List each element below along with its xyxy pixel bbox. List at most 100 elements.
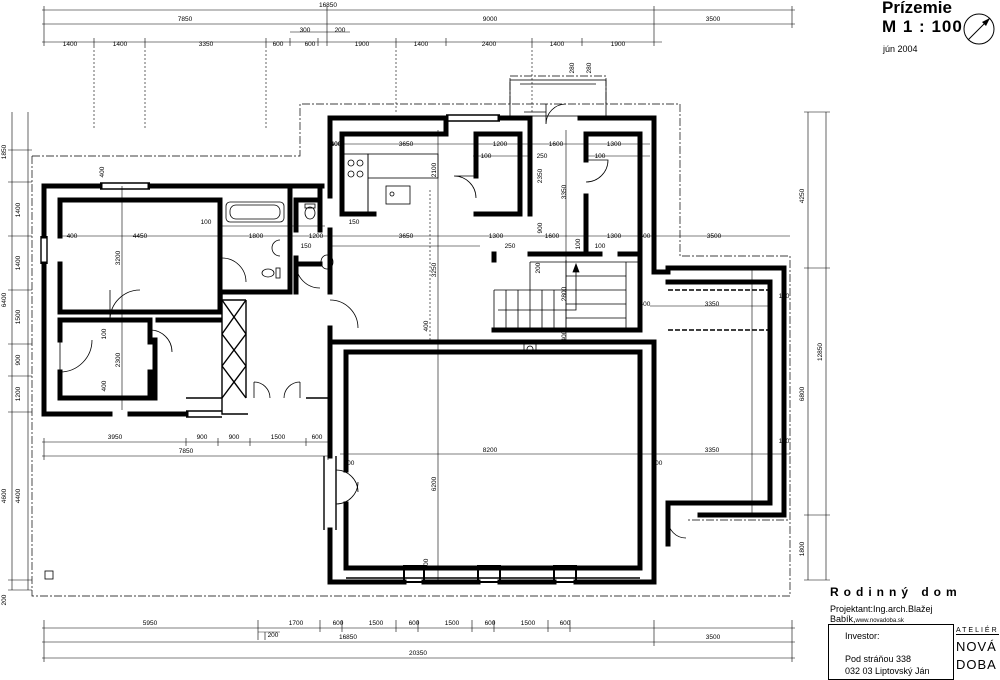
dim-interior: 1300 (489, 233, 504, 240)
dim-interior: 3350 (561, 184, 568, 199)
dim-top-row3: 1400 (550, 41, 565, 48)
architect-credit: Projektant:Ing.arch.Blažej Babík,www.nov… (830, 604, 1000, 624)
doors (59, 103, 687, 539)
dim-interior: 3350 (705, 301, 720, 308)
drawing-date: jún 2004 (883, 44, 918, 54)
dim-left: 900 (15, 354, 22, 365)
dim-bottom: 5950 (143, 620, 158, 627)
dim-top-row3: 600 (305, 41, 316, 48)
dim-interior: 100 (101, 328, 108, 339)
dim-bottom-row2: 3500 (706, 634, 721, 641)
dim-top-row3: 2400 (482, 41, 497, 48)
atelier-logo: ATELIÉR NOVÁ DOBA (954, 624, 999, 678)
dim-interior: 100 (595, 243, 606, 250)
drawing-scale: M 1 : 100 (882, 17, 963, 36)
dim-left: 4400 (15, 488, 22, 503)
dim-bottom-row2: 16850 (339, 634, 357, 641)
dim-interior: 2300 (115, 352, 122, 367)
investor-address-line2: 032 03 Liptovský Ján (845, 666, 930, 676)
dim-interior: 100 (201, 219, 212, 226)
dim-top-row3: 1400 (414, 41, 429, 48)
dim-interior: 1200 (309, 233, 324, 240)
dim-interior: 100 (575, 238, 582, 249)
dim-right: 6800 (799, 386, 806, 401)
dim-interior: 1600 (549, 141, 564, 148)
north-arrow-icon (963, 13, 995, 45)
dim-mid: 3950 (108, 434, 123, 441)
dim-interior: 400 (423, 558, 430, 569)
dim-interior: 200 (535, 262, 542, 273)
dim-right: 4250 (799, 188, 806, 203)
dim-interior: 150 (301, 243, 312, 250)
dim-interior: 2350 (537, 168, 544, 183)
dim-interior: 3650 (399, 233, 414, 240)
dim-left: 4600 (1, 488, 8, 503)
dim-interior: 400 (101, 380, 108, 391)
dim-interior: 150 (779, 438, 790, 445)
dim-top-row3: 1900 (611, 41, 626, 48)
architect-web: www.novadoba.sk (855, 618, 904, 624)
dim-interior: 3650 (399, 141, 414, 148)
dim-mid-total: 7850 (179, 448, 194, 455)
dim-top-row3: 1900 (355, 41, 370, 48)
dim-top-row3: 1400 (113, 41, 128, 48)
dimension-labels: 16850 7850 9000 3500 1400 1400 3350 600 … (1, 2, 824, 657)
investor-address-line1: Pod stráňou 338 (845, 654, 912, 664)
partitions (40, 114, 770, 583)
dim-mid: 900 (197, 434, 208, 441)
walls (41, 115, 787, 585)
dim-interior: 1300 (607, 233, 622, 240)
dim-bottom-small: 200 (268, 632, 279, 639)
dim-interior: 2100 (431, 162, 438, 177)
dim-bottom-total: 20350 (409, 650, 427, 657)
dim-bottom: 600 (560, 620, 571, 627)
dim-bottom: 600 (485, 620, 496, 627)
dim-top-row2: 7850 (178, 16, 193, 23)
dim-bottom: 1500 (369, 620, 384, 627)
dim-left: 6400 (1, 292, 8, 307)
dim-interior: 8200 (483, 447, 498, 454)
dim-interior: 100 (595, 153, 606, 160)
dim-interior: 3500 (707, 233, 722, 240)
dim-top-row3: 1400 (63, 41, 78, 48)
dim-mid: 600 (312, 434, 323, 441)
logo-line1: ATELIÉR (956, 627, 999, 635)
dim-left: 200 (1, 594, 8, 605)
dim-interior: 100 (481, 153, 492, 160)
dim-bottom: 600 (333, 620, 344, 627)
dim-interior: 400 (640, 301, 651, 308)
project-name: Rodinný dom (830, 585, 962, 599)
dim-bottom: 1700 (289, 620, 304, 627)
dim-left: 1400 (15, 255, 22, 270)
staircase (493, 260, 640, 330)
dim-interior: 100 (331, 141, 342, 148)
dim-interior: 1600 (545, 233, 560, 240)
dim-interior: 1200 (493, 141, 508, 148)
dim-interior: 4450 (133, 233, 148, 240)
dim-bottom: 1500 (521, 620, 536, 627)
dim-top-total: 16850 (319, 2, 337, 9)
dimension-lines (8, 6, 830, 662)
dim-mid: 900 (229, 434, 240, 441)
investor-box: Investor: Pod stráňou 338 032 03 Liptovs… (828, 624, 954, 680)
dim-interior: 400 (344, 460, 355, 467)
investor-label: Investor: (845, 631, 880, 641)
dim-interior: 400 (331, 141, 342, 148)
dim-left: 1850 (1, 144, 8, 159)
dim-top-small: 280 (569, 62, 576, 73)
dim-interior: 250 (537, 153, 548, 160)
dim-interior: 3250 (431, 262, 438, 277)
dim-right: 12850 (817, 343, 824, 361)
dim-top-row2: 9000 (483, 16, 498, 23)
dim-interior: 3200 (115, 250, 122, 265)
dim-interior: 1300 (607, 141, 622, 148)
dim-top-small: 300 (300, 27, 311, 34)
dim-interior: 400 (561, 330, 568, 341)
dim-interior: 400 (99, 166, 106, 177)
dim-interior: 400 (423, 320, 430, 331)
dim-top-row3: 3350 (199, 41, 214, 48)
dim-top-row3: 600 (273, 41, 284, 48)
dim-interior: 150 (779, 293, 790, 300)
dim-mid: 1500 (271, 434, 286, 441)
dim-bottom: 600 (409, 620, 420, 627)
